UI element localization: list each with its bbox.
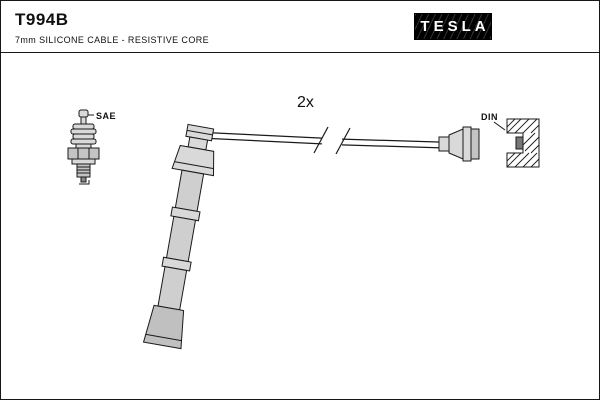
quantity-label: 2x: [297, 94, 314, 111]
ignition-coil-boot-drawing: [142, 123, 215, 350]
hatching-lines: [506, 118, 540, 168]
subtitle: 7mm SILICONE CABLE - RESISTIVE CORE: [15, 35, 210, 45]
din-terminal-section-drawing: [506, 118, 540, 168]
sae-label: SAE: [96, 111, 116, 121]
tesla-logo-text: TESLA: [420, 18, 490, 35]
header-divider: [1, 52, 599, 53]
cable-drawing: [196, 131, 443, 149]
din-leader-line: [493, 121, 506, 131]
part-number: T994B: [15, 10, 69, 29]
din-label: DIN: [481, 112, 498, 122]
cable-break-marks: [313, 126, 351, 155]
tesla-logo: TESLA: [414, 13, 492, 40]
distributor-boot-drawing: [438, 126, 480, 162]
spark-plug-drawing: [67, 109, 100, 185]
